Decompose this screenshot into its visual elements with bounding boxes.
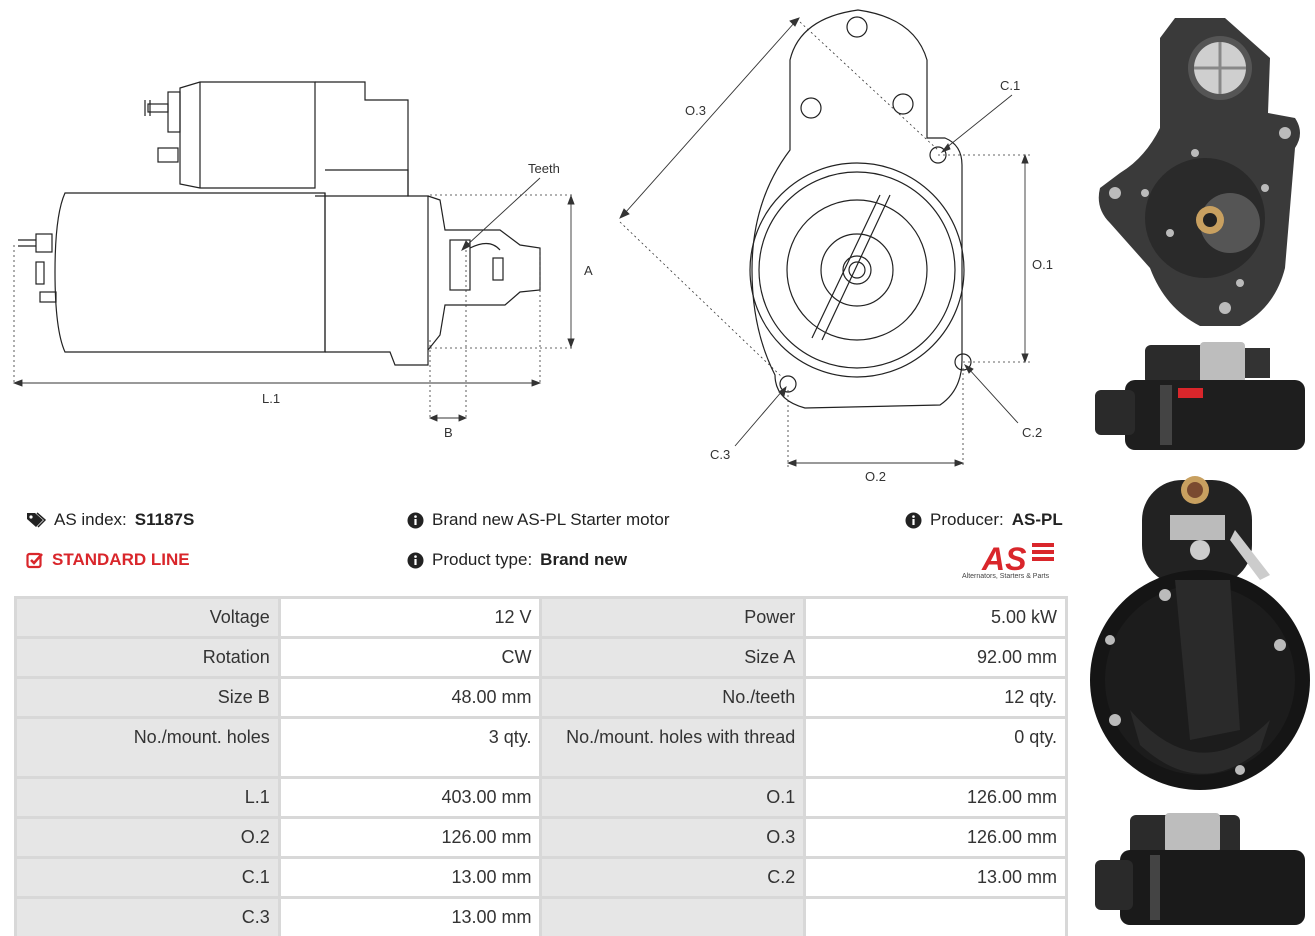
spec-value: CW — [277, 636, 543, 679]
as-index-label: AS index: — [54, 510, 127, 529]
spec-value: 12 V — [277, 596, 543, 639]
spec-label: O.3 — [539, 816, 807, 859]
as-index: AS index: S1187S — [26, 510, 194, 530]
product-photo-side-1 — [1095, 342, 1305, 450]
tag-icon — [27, 512, 46, 528]
info-circle-icon — [905, 512, 922, 528]
product-type: Product type: Brand new — [407, 550, 627, 570]
l1-label: L.1 — [262, 391, 280, 406]
spec-label: L.1 — [14, 776, 281, 819]
side-view-drawing: Teeth A L.1 B — [12, 81, 593, 440]
front-view-drawing: O.3 C.1 O.1 C.2 C.3 O.2 — [619, 9, 1053, 484]
spec-label: Size B — [14, 676, 281, 719]
size-b-label: B — [444, 425, 453, 440]
o2-label: O.2 — [865, 469, 886, 484]
info-circle-icon — [407, 552, 424, 568]
c1-label: C.1 — [1000, 78, 1020, 93]
c2-label: C.2 — [1022, 425, 1042, 440]
spec-table: Voltage 12 V Power 5.00 kW Rotation CW S… — [14, 596, 1068, 936]
logo-tagline: Alternators, Starters & Parts — [962, 573, 1050, 580]
table-row: C.1 13.00 mm C.2 13.00 mm — [14, 856, 1068, 899]
as-pl-logo: AS — [981, 541, 1054, 577]
spec-value: 13.00 mm — [277, 856, 543, 899]
spec-value: 13.00 mm — [803, 856, 1068, 899]
spec-value: 126.00 mm — [803, 776, 1068, 819]
info-circle-icon — [407, 512, 424, 528]
spec-value: 0 qty. — [803, 716, 1068, 779]
spec-value: 3 qty. — [277, 716, 543, 779]
table-row: C.3 13.00 mm — [14, 896, 1068, 936]
producer: Producer: AS-PL — [905, 510, 1063, 530]
producer-value: AS-PL — [1011, 510, 1063, 529]
spec-label: O.1 — [539, 776, 807, 819]
spec-value: 403.00 mm — [277, 776, 543, 819]
product-photo-front — [1098, 18, 1300, 326]
table-row: L.1 403.00 mm O.1 126.00 mm — [14, 776, 1068, 819]
svg-text:AS: AS — [981, 541, 1027, 577]
description-text: Brand new AS-PL Starter motor — [432, 510, 670, 529]
table-row: Rotation CW Size A 92.00 mm — [14, 636, 1068, 679]
table-row: O.2 126.00 mm O.3 126.00 mm — [14, 816, 1068, 859]
spec-label: Rotation — [14, 636, 281, 679]
spec-label: C.2 — [539, 856, 807, 899]
table-row: No./mount. holes 3 qty. No./mount. holes… — [14, 716, 1068, 779]
standard-line: STANDARD LINE — [26, 550, 190, 570]
spec-label: C.3 — [14, 896, 281, 936]
o3-label: O.3 — [685, 103, 706, 118]
spec-value: 12 qty. — [803, 676, 1068, 719]
standard-line-label: STANDARD LINE — [52, 550, 190, 569]
product-type-value: Brand new — [540, 550, 628, 569]
spec-label: No./teeth — [539, 676, 807, 719]
spec-label: Voltage — [14, 596, 281, 639]
spec-label: Power — [539, 596, 807, 639]
spec-label: C.1 — [14, 856, 281, 899]
description: Brand new AS-PL Starter motor — [407, 510, 669, 530]
spec-value: 126.00 mm — [803, 816, 1068, 859]
checkbox-icon — [26, 552, 43, 569]
spec-value: 48.00 mm — [277, 676, 543, 719]
spec-value: 13.00 mm — [277, 896, 543, 936]
product-photo-side-2 — [1095, 813, 1305, 925]
teeth-label: Teeth — [528, 161, 560, 176]
spec-label: O.2 — [14, 816, 281, 859]
table-row: Voltage 12 V Power 5.00 kW — [14, 596, 1068, 639]
product-type-label: Product type: — [432, 550, 533, 569]
spec-label: No./mount. holes — [14, 716, 281, 779]
spec-value — [803, 896, 1068, 936]
product-photo-rear — [1090, 476, 1310, 790]
spec-value: 5.00 kW — [803, 596, 1068, 639]
spec-value: 126.00 mm — [277, 816, 543, 859]
as-index-value: S1187S — [134, 510, 195, 529]
o1-label: O.1 — [1032, 257, 1053, 272]
spec-label — [539, 896, 807, 936]
producer-label: Producer: — [930, 510, 1004, 529]
spec-value: 92.00 mm — [803, 636, 1068, 679]
spec-label: Size A — [539, 636, 807, 679]
c3-label: C.3 — [710, 447, 730, 462]
table-row: Size B 48.00 mm No./teeth 12 qty. — [14, 676, 1068, 719]
size-a-label: A — [584, 263, 593, 278]
spec-label: No./mount. holes with thread — [539, 716, 807, 779]
